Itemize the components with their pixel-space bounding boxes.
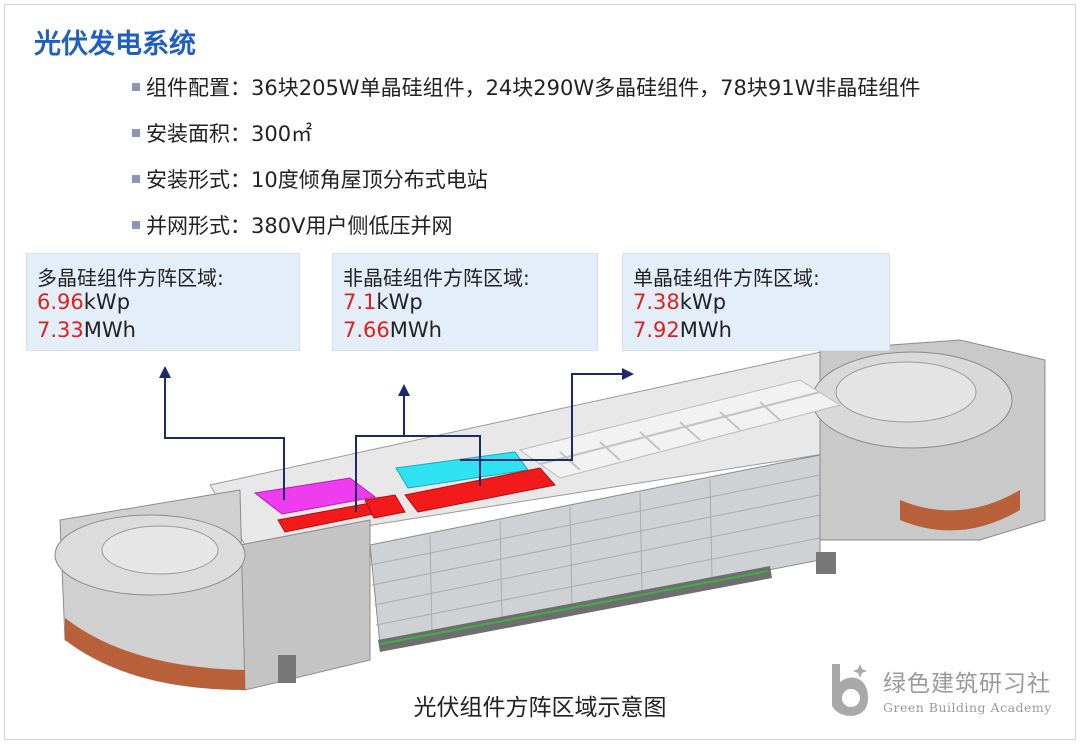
bullet-item: 安装面积：300㎡ (132, 110, 920, 156)
polycrystalline-array (253, 477, 377, 515)
amorphous-array-right (404, 467, 556, 513)
arrow-poly (164, 374, 285, 500)
left-tower-block (239, 519, 371, 691)
energy-unit: MWh (679, 318, 732, 342)
energy-unit: MWh (389, 318, 442, 342)
panel-energy: 7.66MWh (343, 318, 442, 342)
academy-name-cn: 绿色建筑研习社 (883, 671, 1051, 697)
power-unit: kWp (376, 290, 423, 314)
panel-monocrystalline: 单晶硅组件方阵区域: 7.38kWp 7.92MWh (622, 253, 890, 351)
power-value: 7.1 (343, 290, 377, 314)
panel-power: 6.96kWp (37, 290, 130, 314)
bullet-item: 并网形式：380V用户侧低压并网 (132, 202, 920, 248)
energy-value: 7.92 (633, 318, 680, 342)
skylight-grid (539, 391, 821, 471)
panel-heading: 单晶硅组件方阵区域: (633, 266, 820, 290)
left-base-ring (65, 618, 245, 690)
energy-value: 7.66 (343, 318, 390, 342)
panel-amorphous: 非晶硅组件方阵区域: 7.1kWp 7.66MWh (332, 253, 598, 351)
slide-title: 光伏发电系统 (34, 29, 196, 60)
right-base-ring (900, 490, 1020, 531)
power-value: 7.38 (633, 290, 680, 314)
bullet-square-icon (132, 83, 140, 91)
right-rotunda-inner (835, 361, 977, 423)
slide-frame (4, 4, 1076, 740)
arrow-heads (159, 366, 634, 396)
power-unit: kWp (83, 290, 131, 314)
bullet-square-icon (132, 129, 140, 137)
bullet-item: 组件配置：36块205W单晶硅组件，24块290W多晶硅组件，78块91W非晶硅… (132, 64, 920, 110)
panel-power: 7.38kWp (633, 290, 726, 314)
callout-arrows (164, 373, 626, 512)
power-value: 6.96 (37, 290, 84, 314)
energy-value: 7.33 (37, 318, 84, 342)
bullet-text: 安装面积：300㎡ (146, 122, 313, 146)
bullet-square-icon (132, 175, 140, 183)
panel-power: 7.1kWp (343, 290, 423, 314)
panel-energy: 7.92MWh (633, 318, 732, 342)
academy-logo-icon (832, 664, 868, 716)
academy-logo: 绿色建筑研习社 Green Building Academy (826, 660, 1066, 724)
power-unit: kWp (679, 290, 727, 314)
left-rotunda-inner (101, 525, 219, 575)
bullet-text: 组件配置：36块205W单晶硅组件，24块290W多晶硅组件，78块91W非晶硅… (146, 76, 921, 100)
green-trim-line (379, 570, 769, 645)
bullet-text: 安装形式：10度倾角屋顶分布式电站 (146, 168, 488, 192)
panel-energy: 7.33MWh (37, 318, 136, 342)
figure-caption: 光伏组件方阵区域示意图 (413, 695, 667, 721)
bullet-text: 并网形式：380V用户侧低压并网 (146, 214, 453, 238)
bullet-item: 安装形式：10度倾角屋顶分布式电站 (132, 156, 920, 202)
facade-grid (369, 474, 821, 636)
academy-name-en: Green Building Academy (883, 700, 1052, 715)
podium-strip (378, 566, 772, 652)
energy-unit: MWh (83, 318, 136, 342)
right-door (816, 552, 836, 574)
bullet-list: 组件配置：36块205W单晶硅组件，24块290W多晶硅组件，78块91W非晶硅… (132, 64, 920, 248)
panel-polycrystalline: 多晶硅组件方阵区域: 6.96kWp 7.33MWh (26, 253, 300, 351)
amorphous-array-left-b (364, 494, 406, 519)
left-door (278, 655, 296, 683)
bullet-square-icon (132, 221, 140, 229)
arrow-mono (460, 373, 626, 461)
panel-heading: 多晶硅组件方阵区域: (37, 266, 224, 290)
panel-heading: 非晶硅组件方阵区域: (343, 266, 530, 290)
